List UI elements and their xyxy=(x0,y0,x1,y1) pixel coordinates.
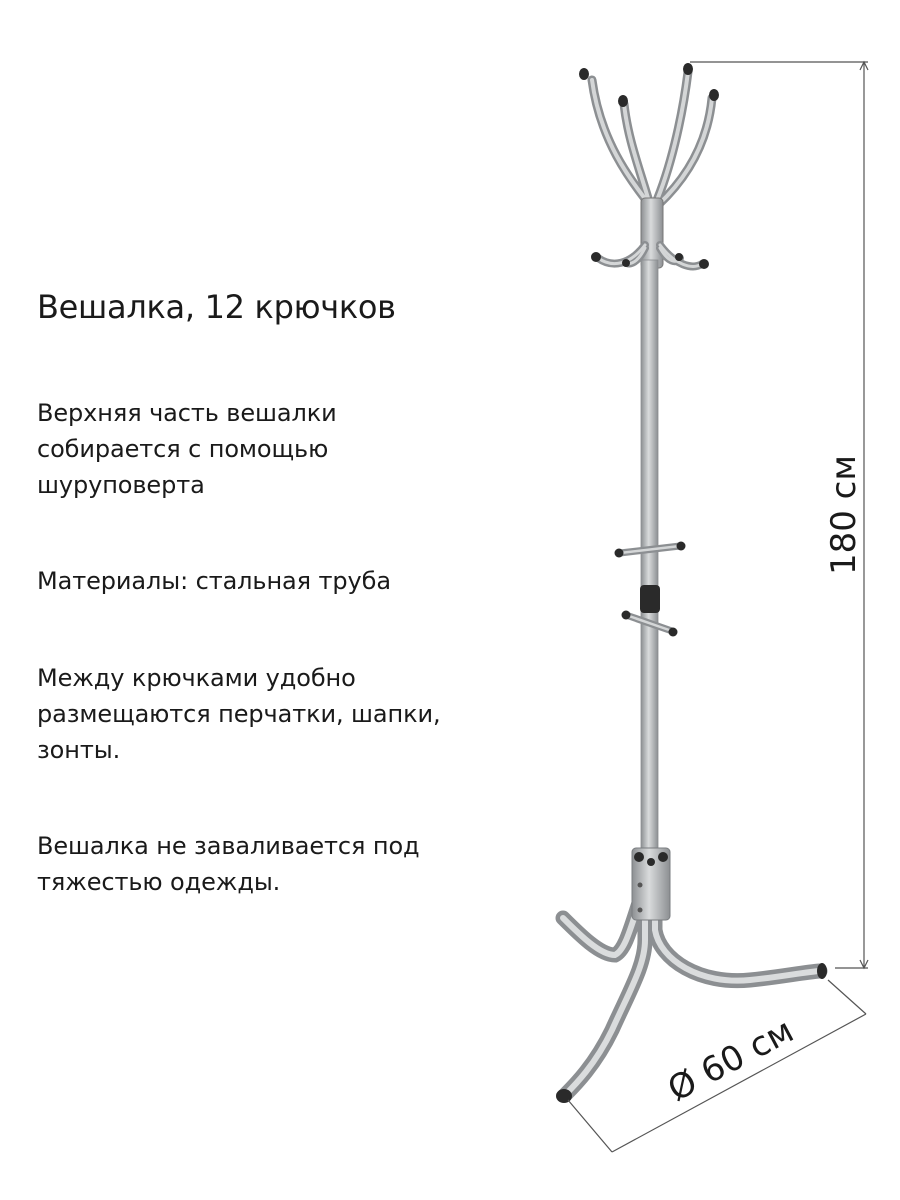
diameter-label: Ø 60 см xyxy=(661,1011,800,1110)
feature-assembly-line: собирается с помощью xyxy=(37,435,329,463)
lower-hook-caps xyxy=(591,252,709,269)
upper-hook-caps xyxy=(579,63,719,107)
feature-stability: Вешалка не заваливается под тяжестью оде… xyxy=(37,828,517,900)
height-dimension xyxy=(690,60,869,970)
product-title: Вешалка, 12 крючков xyxy=(37,288,396,326)
feature-assembly-line: Верхняя часть вешалки xyxy=(37,399,337,427)
feature-stability-line: тяжестью одежды. xyxy=(37,868,281,896)
pole-joint xyxy=(640,585,660,613)
middle-hooks xyxy=(616,542,684,635)
feature-assembly-line: шуруповерта xyxy=(37,471,205,499)
feature-materials: Материалы: стальная труба xyxy=(37,563,517,599)
feature-assembly: Верхняя часть вешалки собирается с помощ… xyxy=(37,395,517,503)
diameter-dimension xyxy=(567,979,867,1153)
top-hub xyxy=(640,197,664,269)
feature-accessories-line: Между крючками удобно xyxy=(37,664,356,692)
feature-accessories-line: зонты. xyxy=(37,736,121,764)
height-label: 180 см xyxy=(824,455,864,575)
upper-hooks xyxy=(587,67,717,210)
main-pole xyxy=(640,259,659,861)
feature-accessories-line: размещаются перчатки, шапки, xyxy=(37,700,441,728)
feature-stability-line: Вешалка не заваливается под xyxy=(37,832,420,860)
feature-materials-line: Материалы: стальная труба xyxy=(37,567,391,595)
feature-accessories: Между крючками удобно размещаются перчат… xyxy=(37,660,517,768)
base-connector xyxy=(631,847,671,921)
middle-hook-caps xyxy=(614,541,686,637)
base-legs xyxy=(555,862,828,1103)
foot-caps xyxy=(556,963,827,1103)
